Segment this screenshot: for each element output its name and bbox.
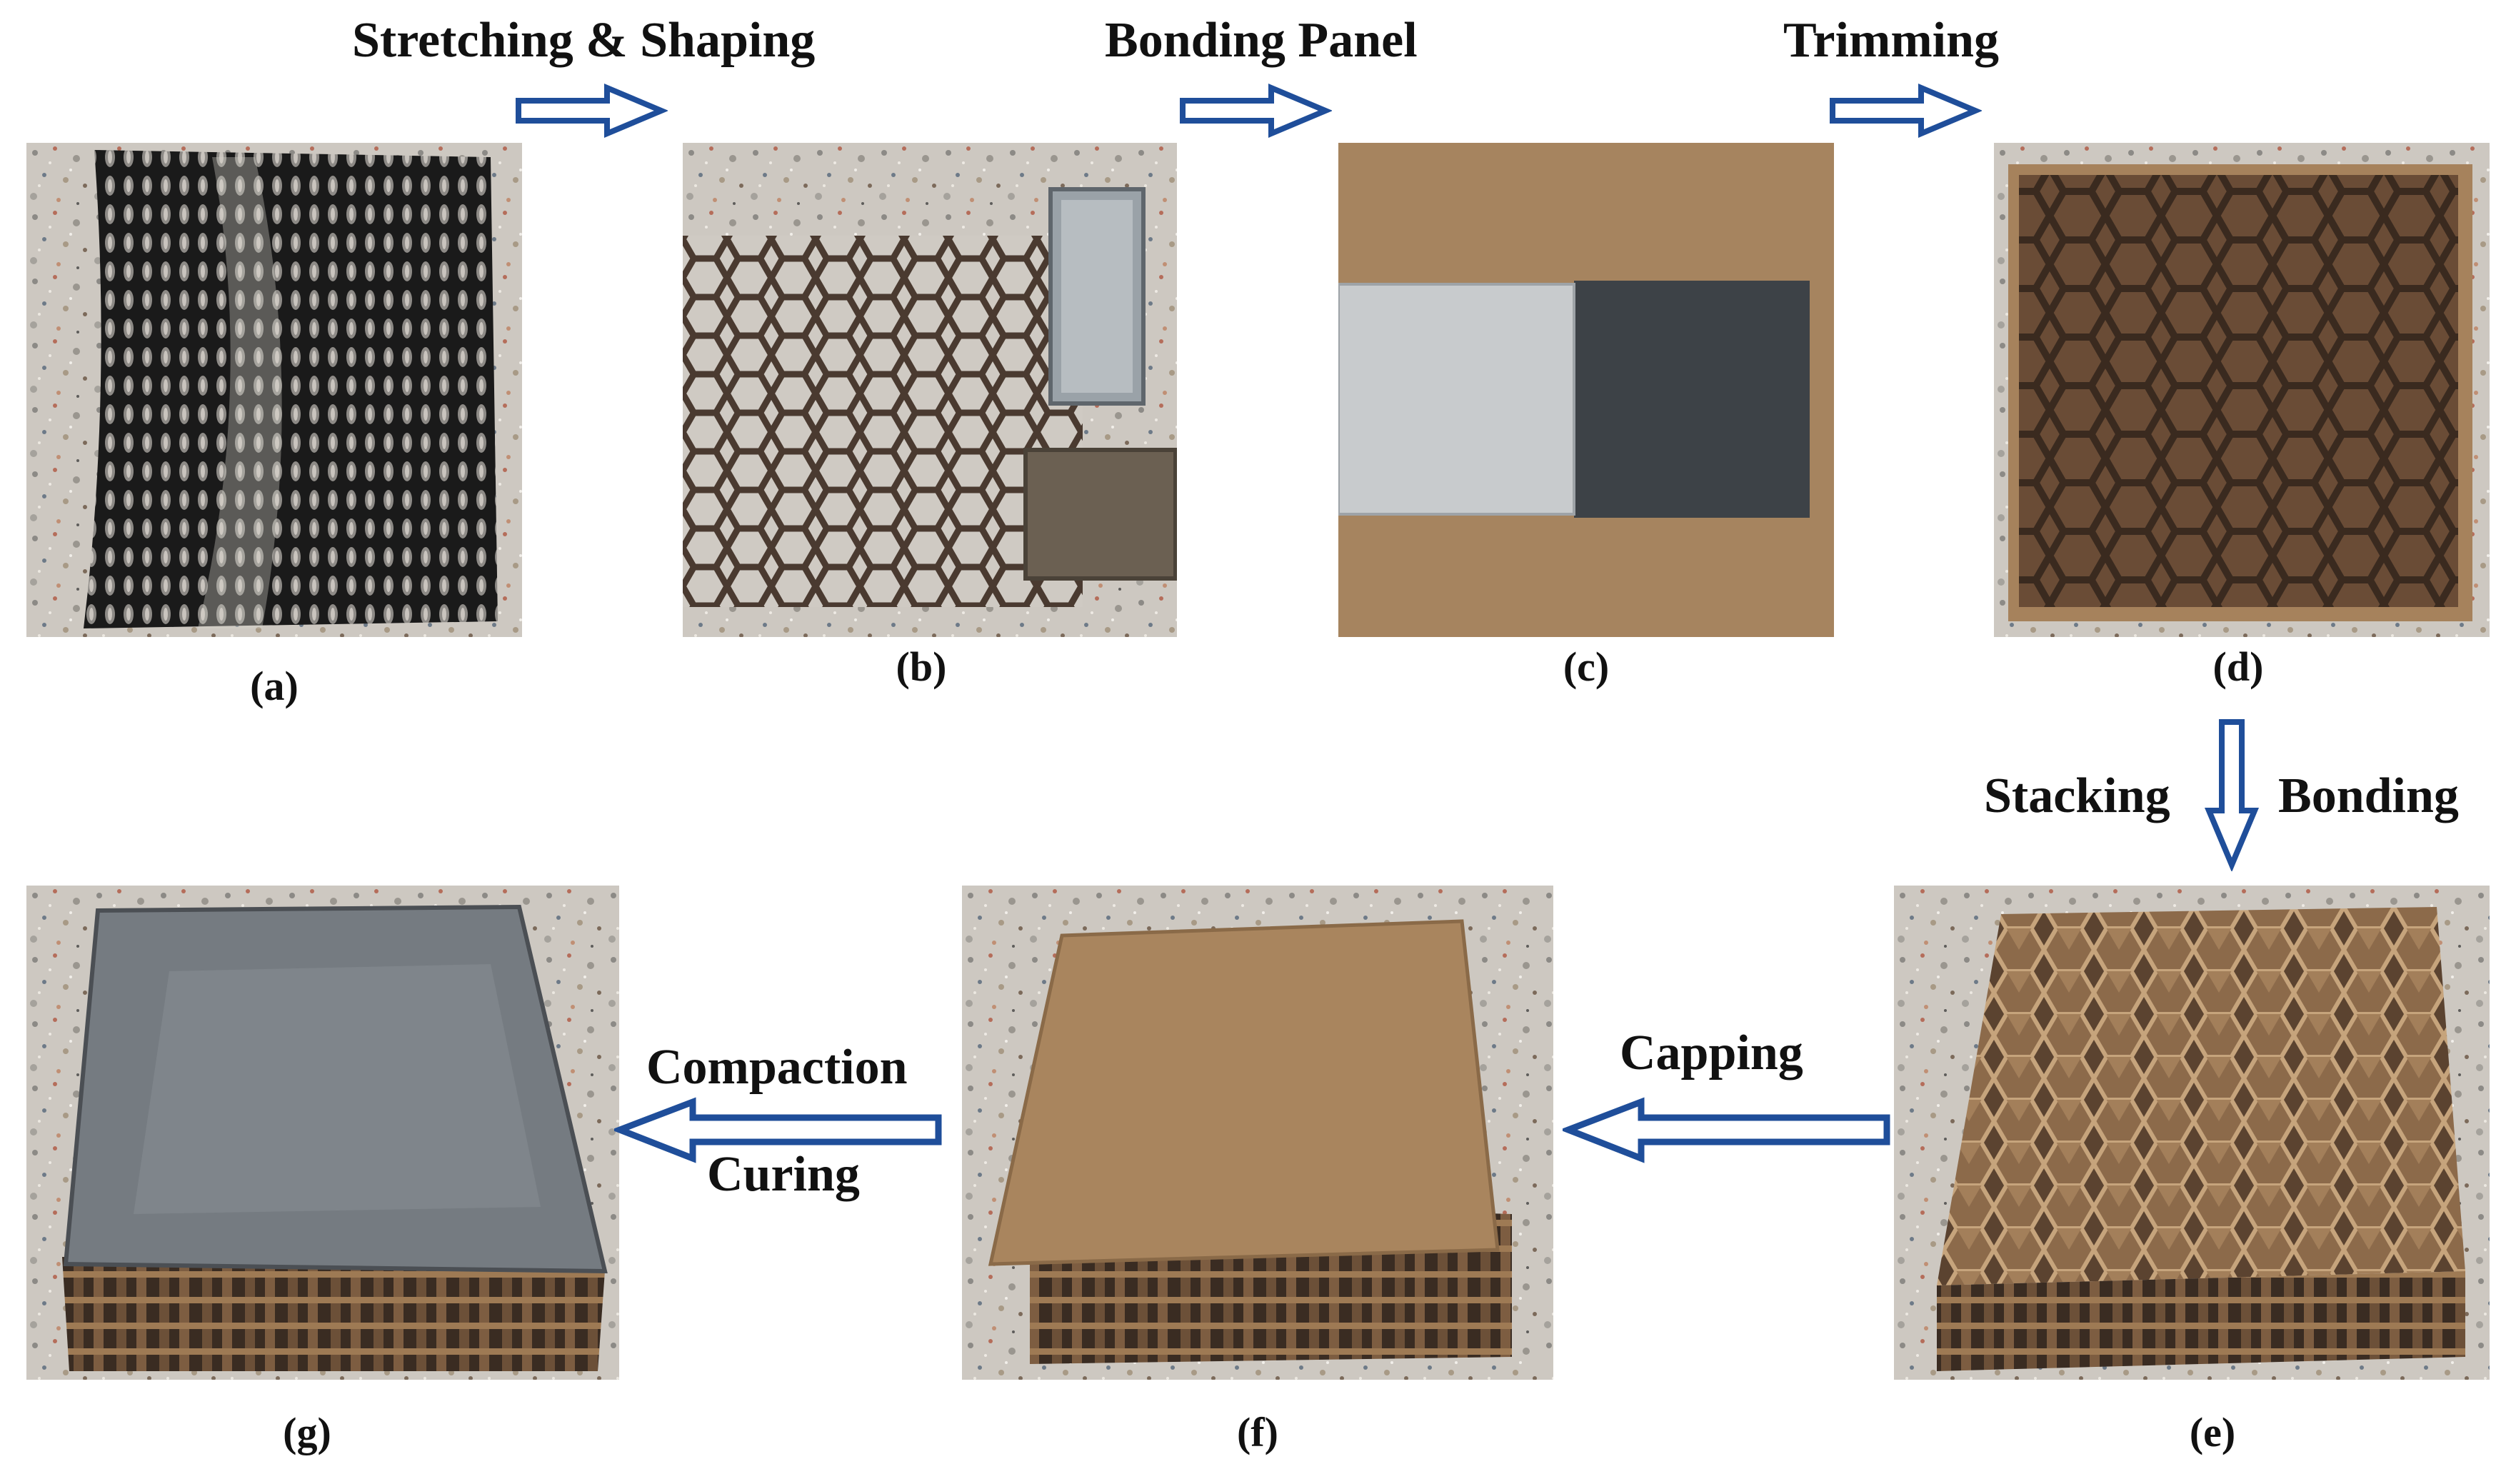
panel-g-image xyxy=(26,886,619,1380)
panel-e-image xyxy=(1894,886,2490,1380)
panel-c-image xyxy=(1338,143,1834,637)
caption-e: (e) xyxy=(2189,1409,2236,1455)
step-label-bonding: Bonding xyxy=(2278,768,2459,823)
arrow-left-icon xyxy=(1563,1097,1890,1163)
caption-f: (f) xyxy=(1237,1409,1278,1455)
step-label-stretching-shaping: Stretching & Shaping xyxy=(352,13,816,68)
step-label-bonding-panel: Bonding Panel xyxy=(1105,13,1418,68)
step-label-compaction: Compaction xyxy=(646,1040,908,1095)
arrow-right-icon xyxy=(1830,83,1982,139)
panel-f-image xyxy=(962,886,1553,1380)
step-label-curing: Curing xyxy=(707,1147,860,1202)
arrow-right-icon xyxy=(516,83,668,139)
panel-a-image xyxy=(26,143,522,637)
arrow-left-icon xyxy=(614,1097,942,1163)
arrow-right-icon xyxy=(1180,83,1332,139)
caption-g: (g) xyxy=(283,1409,331,1455)
panel-b-image xyxy=(683,143,1177,637)
caption-b: (b) xyxy=(896,643,947,690)
caption-d: (d) xyxy=(2212,643,2264,690)
arrow-down-icon xyxy=(2204,719,2260,871)
step-label-stacking: Stacking xyxy=(1984,768,2170,823)
caption-a: (a) xyxy=(250,663,299,709)
caption-c: (c) xyxy=(1563,643,1610,690)
step-label-capping: Capping xyxy=(1620,1026,1803,1081)
panel-d-image xyxy=(1994,143,2490,637)
step-label-trimming: Trimming xyxy=(1783,13,2000,68)
